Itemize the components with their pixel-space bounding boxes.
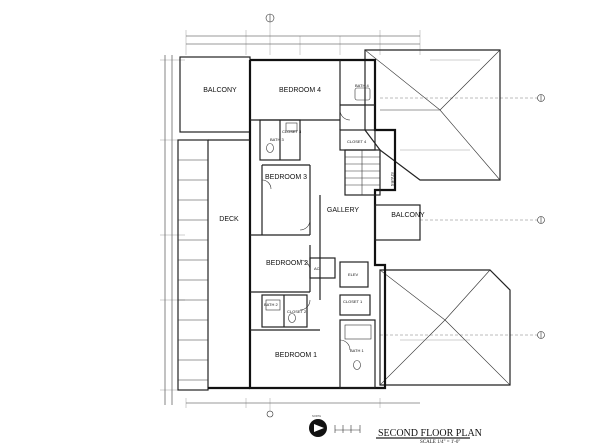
right-grid-lines bbox=[380, 94, 545, 339]
bath-1-label: BATH 1 bbox=[350, 348, 364, 353]
bath-4-label: BATH 4 bbox=[355, 83, 369, 88]
roof-lower-right bbox=[379, 269, 511, 386]
closet-3-label: CLOSET 3 bbox=[282, 129, 302, 134]
left-dimension-lines bbox=[160, 55, 185, 405]
plan-scale: SCALE 1/4" = 1'-0" bbox=[420, 440, 460, 445]
roof-upper-right bbox=[364, 49, 501, 181]
bath-2-label: BATH 2 bbox=[264, 302, 278, 307]
north-label: NORTH bbox=[312, 414, 321, 418]
closet-2-label: CLOSET 2 bbox=[287, 309, 307, 314]
bedroom-1-label: BEDROOM 1 bbox=[275, 352, 317, 359]
bedroom-4-label: BEDROOM 4 bbox=[279, 87, 321, 94]
closet-4-label: CLOSET 4 bbox=[347, 139, 367, 144]
closet-1-label: CLOSET 1 bbox=[343, 299, 363, 304]
stairs-label: STAIRS bbox=[390, 172, 395, 186]
deck-label: DECK bbox=[219, 216, 239, 223]
balcony-right-label: BALCONY bbox=[391, 212, 425, 219]
bedroom-3-label: BEDROOM 3 bbox=[265, 174, 307, 181]
gallery-label: GALLERY bbox=[327, 207, 359, 214]
scale-bar bbox=[334, 425, 361, 433]
bottom-dimension-lines bbox=[185, 398, 420, 418]
plan-title: SECOND FLOOR PLAN bbox=[378, 428, 482, 439]
door-swings bbox=[261, 109, 351, 351]
north-arrow bbox=[309, 419, 327, 437]
ac-label: AC bbox=[314, 266, 320, 271]
grid-bubble-top bbox=[265, 13, 275, 23]
top-dimension-lines bbox=[185, 22, 421, 55]
balcony-top-label: BALCONY bbox=[203, 87, 237, 94]
deck-railing bbox=[177, 139, 209, 391]
bedroom-2-label: BEDROOM 2 bbox=[266, 260, 308, 267]
elev-label: ELEV bbox=[348, 272, 359, 277]
bath-3-label: BATH 3 bbox=[270, 137, 284, 142]
interior-walls bbox=[250, 60, 421, 389]
exterior-walls bbox=[179, 56, 397, 390]
plumbing-fixtures bbox=[265, 87, 372, 370]
